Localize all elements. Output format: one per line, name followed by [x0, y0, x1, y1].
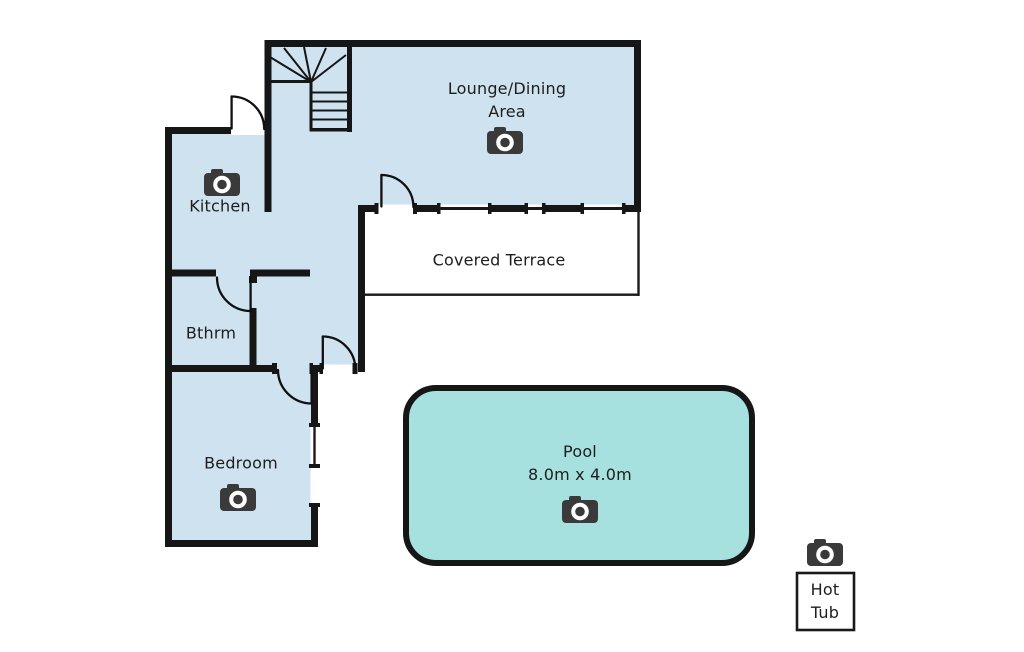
- camera-icon-hot-tub[interactable]: [807, 539, 843, 566]
- bathroom-door: [215, 276, 252, 313]
- bedroom-room-label: Bedroom: [204, 453, 278, 473]
- hot-tub-label: Hot Tub: [810, 579, 840, 622]
- windows: [313, 207, 622, 464]
- camera-icon-kitchen[interactable]: [204, 169, 240, 196]
- terrace-room-label: Covered Terrace: [432, 250, 566, 270]
- staircase: [266, 43, 352, 132]
- lounge-room-label: Lounge/Dining Area: [447, 78, 567, 121]
- camera-icon-lounge[interactable]: [487, 127, 523, 154]
- kitchen-room-label: Kitchen: [189, 196, 251, 216]
- hot-tub-shape: [795, 571, 856, 632]
- bathroom-room-label: Bthrm: [185, 323, 237, 343]
- pool-label: Pool 8.0m x 4.0m: [490, 440, 670, 486]
- pool-name: Pool: [563, 441, 597, 461]
- camera-icon-pool[interactable]: [562, 496, 598, 523]
- building-footprint: [165, 40, 641, 547]
- hall-exterior-door: [321, 335, 357, 371]
- walls: [165, 40, 641, 547]
- bedroom-door: [276, 368, 313, 405]
- lounge-terrace-door: [380, 173, 415, 209]
- camera-icon-bedroom[interactable]: [220, 484, 256, 511]
- terrace-outline: [361, 208, 640, 296]
- kitchen-door: [230, 95, 266, 131]
- room-fill: [165, 40, 641, 547]
- pool-shape: [403, 385, 755, 566]
- doors: [215, 95, 415, 405]
- pool-dimensions: 8.0m x 4.0m: [528, 465, 632, 484]
